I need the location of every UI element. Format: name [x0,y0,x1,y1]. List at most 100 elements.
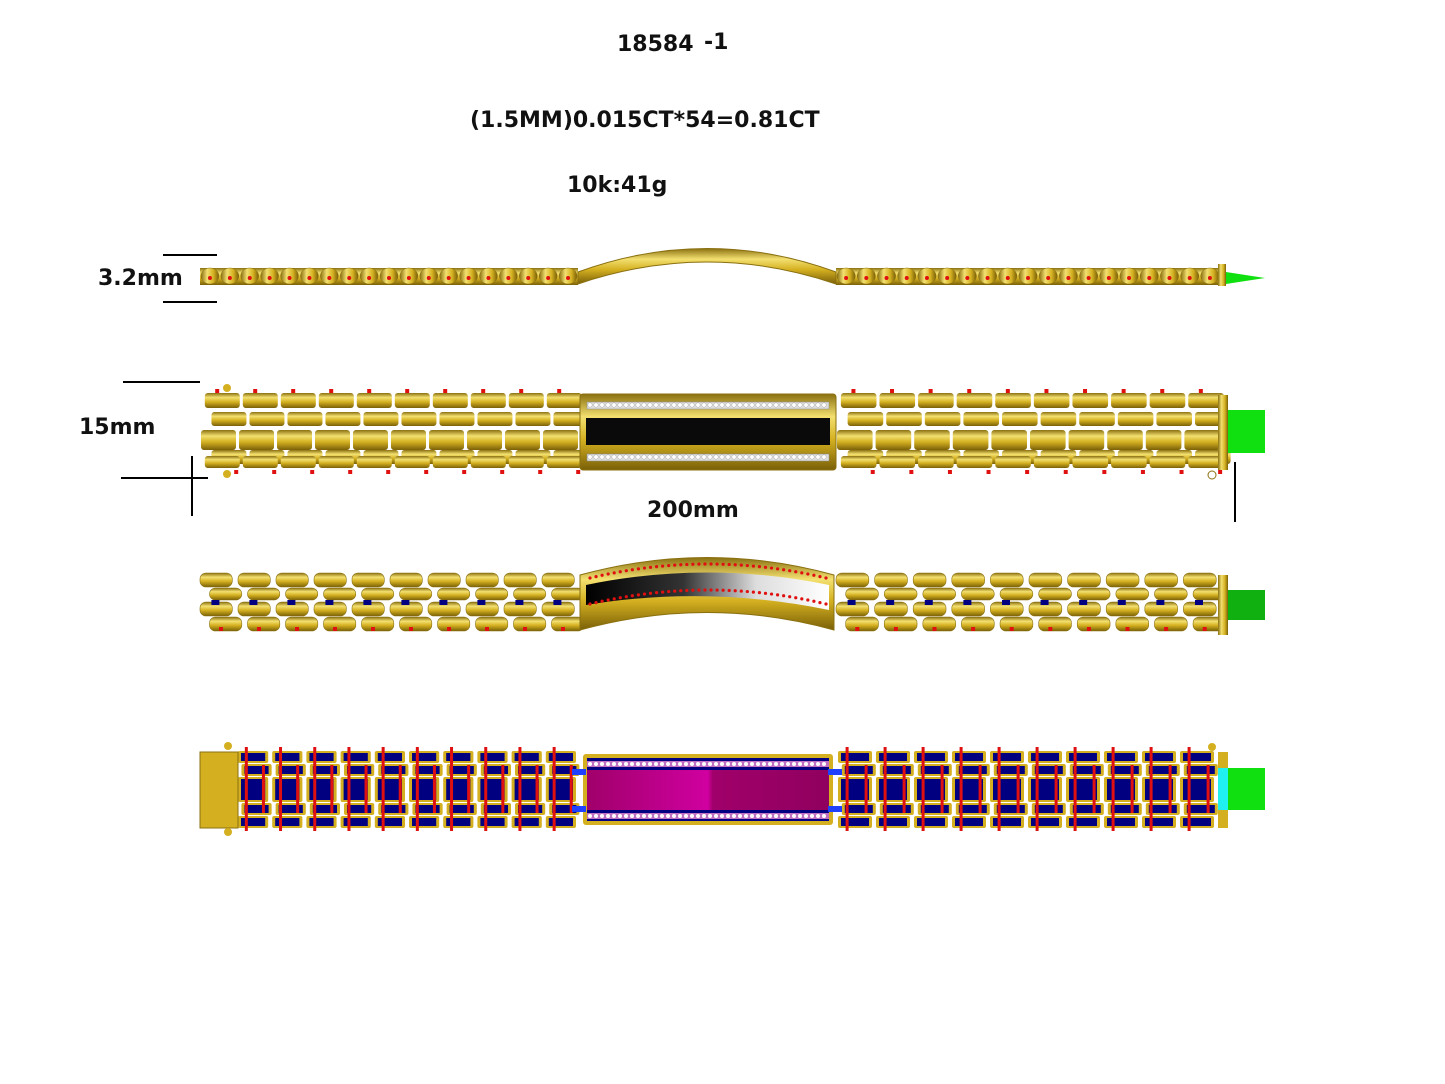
diamond [606,762,610,766]
link-inner [244,766,269,774]
link-inner [483,805,509,813]
link-row [201,430,236,450]
link-shadow [439,600,448,605]
stone [855,627,860,631]
link-row [356,393,392,408]
diamond [641,402,647,408]
stone [481,389,486,393]
stone [667,563,671,568]
stone [612,597,616,601]
link-row [204,456,240,468]
diamond [779,454,785,460]
link-shadow [401,600,410,605]
diamond [738,762,742,766]
stone [557,389,562,393]
stone-channel [845,747,849,831]
stone-channel [432,765,436,813]
bar-end [828,806,842,812]
link-row [239,430,274,450]
stone [606,598,610,602]
diamond [629,454,635,460]
stone [329,389,334,393]
stone [327,276,332,280]
link-row [353,430,388,450]
diamond [588,762,592,766]
diamond [713,454,719,460]
stone-channel [398,765,402,813]
stone [618,570,622,574]
link-row [389,572,423,588]
diamond [755,454,761,460]
stone-channel [1016,765,1020,813]
diamond [642,762,646,766]
link-row [951,572,985,588]
link-inner [882,766,911,774]
stone [1066,276,1071,280]
stone-channel [467,765,471,813]
stone [667,589,671,594]
diamond [684,814,688,818]
stone [654,565,659,569]
link-inner [879,818,907,826]
link-inner [309,818,334,826]
diamond [737,402,743,408]
link-row [1033,393,1070,408]
width-label: 15mm [79,415,156,440]
link-inner [480,753,505,761]
diamond [732,814,736,818]
link-row [991,430,1027,450]
link-row [513,616,547,632]
stone-channel [415,747,419,831]
link-row [470,393,506,408]
stone-channel [569,765,573,813]
stone-channel [1111,747,1115,831]
link-row [837,430,873,450]
diamond [672,762,676,766]
diamond [714,762,718,766]
diamond [671,402,677,408]
stone [733,563,737,567]
thickness-label: 3.2mm [98,266,183,291]
diamond [594,762,598,766]
stone-channel [552,747,556,831]
link-row [247,616,281,632]
stone [462,470,467,474]
link-row [399,616,433,632]
stone [697,562,701,566]
diamond [605,454,611,460]
stone [526,276,531,280]
stone [215,389,220,393]
link-row [956,393,993,408]
diamond [618,762,622,766]
stone [424,470,429,474]
stone [310,470,315,474]
clasp-box [199,751,239,829]
link-inner [377,779,402,800]
diamond [714,814,718,818]
link-row [1105,572,1140,588]
diamond [785,402,791,408]
link-inner [879,753,907,761]
diamond [606,814,610,818]
diamond [635,454,641,460]
stone [709,588,713,592]
link-row [439,412,475,426]
link-shadow [924,600,933,605]
stone-channel [1149,747,1153,831]
stone [606,572,610,576]
link-row [242,456,278,468]
link-row [209,587,243,601]
link-shadow [325,600,334,605]
link-row [1072,456,1109,468]
link-row [249,412,285,426]
link-shadow [1040,600,1049,605]
hinge-pin [1207,470,1217,480]
diamond [731,402,737,408]
link-inner [1145,753,1173,761]
link-shadow [1001,600,1010,605]
link-inner [1148,766,1177,774]
link-row [277,430,312,450]
diamond [761,402,767,408]
diamond [654,762,658,766]
stone [945,276,950,280]
